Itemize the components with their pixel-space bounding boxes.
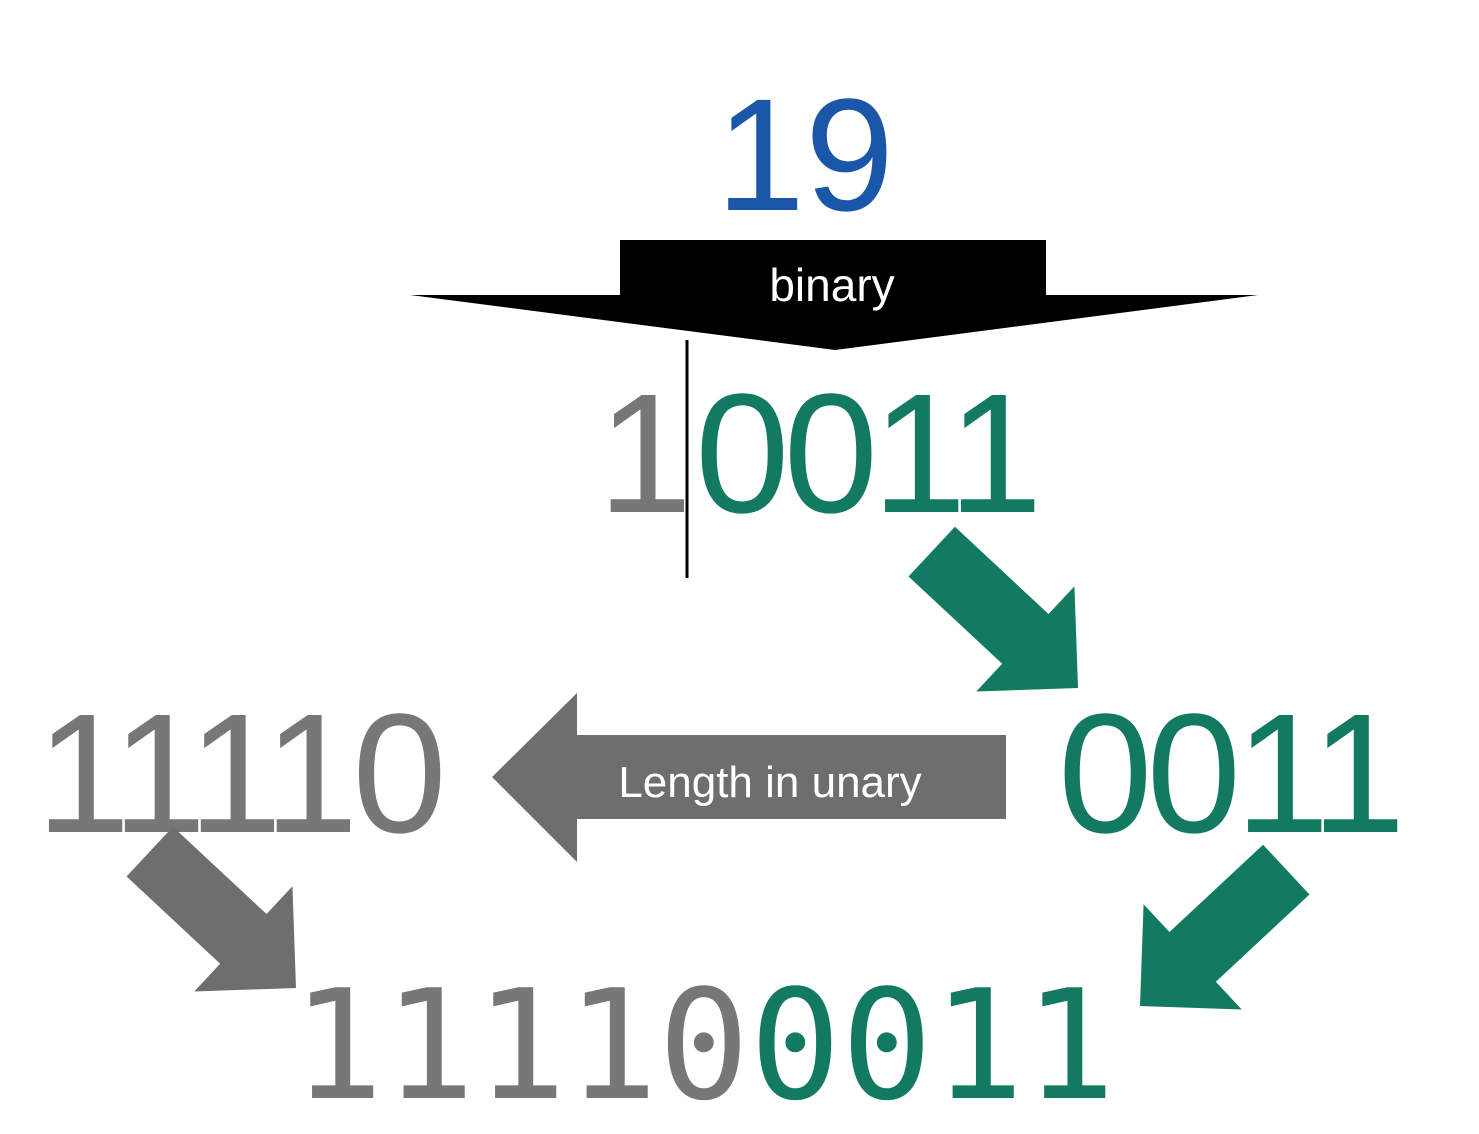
unary-arrow-shape: [492, 693, 1006, 862]
green-arrow-down-right: [908, 526, 1078, 692]
result-binary-part: 0011: [750, 957, 1116, 1134]
length-in-unary-arrow: Length in unary: [492, 693, 1006, 862]
binary-remaining-bits: 0011: [695, 359, 1037, 549]
gray-arrow-down-right: [126, 826, 296, 992]
final-code-text: 111100011: [292, 957, 1116, 1134]
unary-label: Length in unary: [618, 758, 921, 807]
unary-length: 11110: [36, 679, 441, 869]
arrow-down-left-shape: [1140, 844, 1310, 1010]
final-gamma-code: 111100011: [292, 957, 1116, 1134]
remainder-bits: 0011: [1058, 679, 1400, 869]
binary-representation: 1 0011: [598, 340, 1043, 578]
source-number: 19: [716, 65, 894, 244]
binary-label: binary: [769, 259, 894, 311]
gray-arrow-shape: [126, 826, 296, 992]
arrow-down-right-shape: [908, 526, 1078, 692]
binary-arrow-shape: [410, 240, 1258, 350]
binary-leading-bit: 1: [598, 359, 693, 549]
green-arrow-down-left: [1140, 844, 1310, 1010]
binary-conversion-arrow: binary: [410, 240, 1258, 350]
result-unary-part: 11110: [292, 957, 750, 1134]
